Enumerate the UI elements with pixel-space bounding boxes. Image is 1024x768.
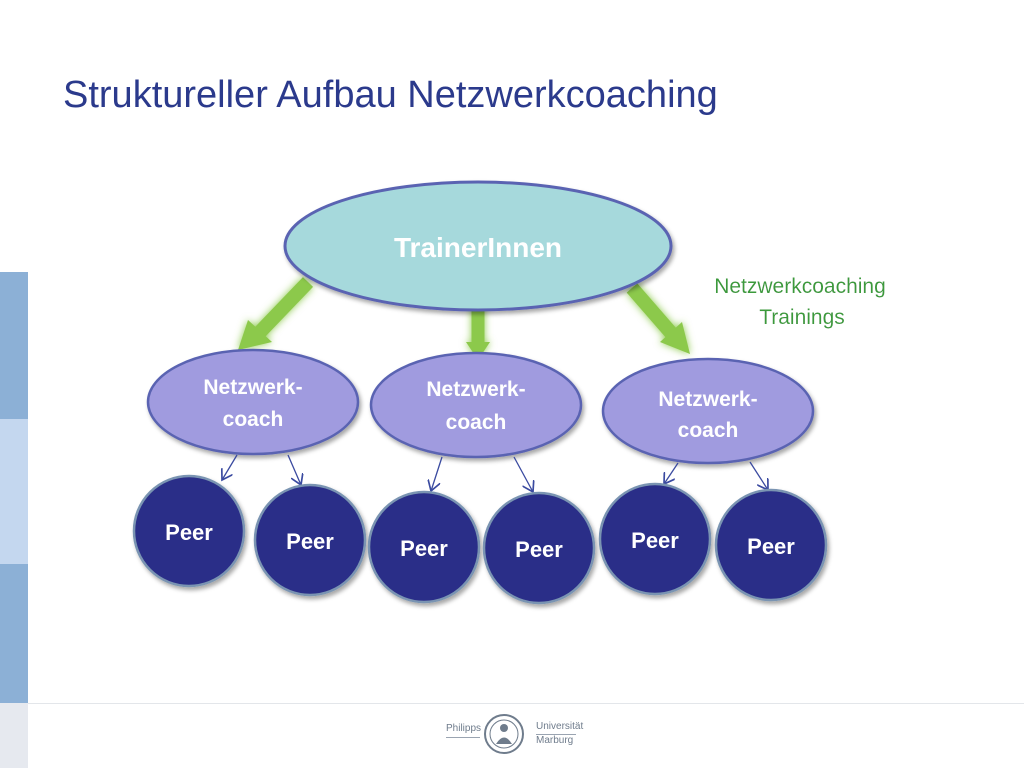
peer-label-5: Peer xyxy=(631,528,679,553)
coach-node-2 xyxy=(369,351,583,459)
coach-node-1 xyxy=(146,348,360,456)
org-diagram: TrainerInnen Netzwerkcoaching Trainings … xyxy=(132,180,886,605)
trainer-label: TrainerInnen xyxy=(394,232,562,263)
coach-label-1a: Netzwerk- xyxy=(203,376,302,399)
side-bar-segment xyxy=(0,419,28,564)
trainer-node xyxy=(283,180,673,312)
university-seal-icon xyxy=(484,714,524,754)
coach-label-2a: Netzwerk- xyxy=(426,378,525,401)
coach-label-2b: coach xyxy=(446,411,507,434)
slide-title: Struktureller Aufbau Netzwerkcoaching xyxy=(63,74,718,116)
peer-node-6 xyxy=(714,488,828,602)
footer-divider xyxy=(28,703,1024,704)
logo-rule-left xyxy=(446,737,480,738)
coach-label-3a: Netzwerk- xyxy=(658,388,757,411)
peer-label-4: Peer xyxy=(515,537,563,562)
peer-node-4 xyxy=(482,491,596,605)
coach-node-3 xyxy=(601,357,815,465)
peer-label-2: Peer xyxy=(286,529,334,554)
side-bar-segment xyxy=(0,272,28,419)
logo-text-right-2: Marburg xyxy=(536,735,574,746)
logo-text-left: Philipps xyxy=(446,723,482,734)
green-arrow-middle xyxy=(466,306,490,360)
peer-connectors xyxy=(222,454,768,492)
coach-label-3b: coach xyxy=(678,419,739,442)
peer-node-3 xyxy=(367,490,481,604)
green-arrow-right xyxy=(626,283,690,354)
peer-label-6: Peer xyxy=(747,534,795,559)
green-arrow-left xyxy=(238,277,314,350)
peer-label-3: Peer xyxy=(400,536,448,561)
logo-text-right-1: Universität xyxy=(536,721,584,732)
coach-label-1b: coach xyxy=(223,408,284,431)
peer-label-1: Peer xyxy=(165,520,213,545)
peer-node-1 xyxy=(132,474,246,588)
side-bar-segment xyxy=(0,703,28,768)
peer-node-2 xyxy=(253,483,367,597)
logo-rule-right xyxy=(536,734,576,735)
side-bar-segment xyxy=(0,564,28,703)
peer-node-5 xyxy=(598,482,712,596)
side-label-line2: Trainings xyxy=(759,306,845,329)
side-label-line1: Netzwerkcoaching xyxy=(714,275,886,298)
